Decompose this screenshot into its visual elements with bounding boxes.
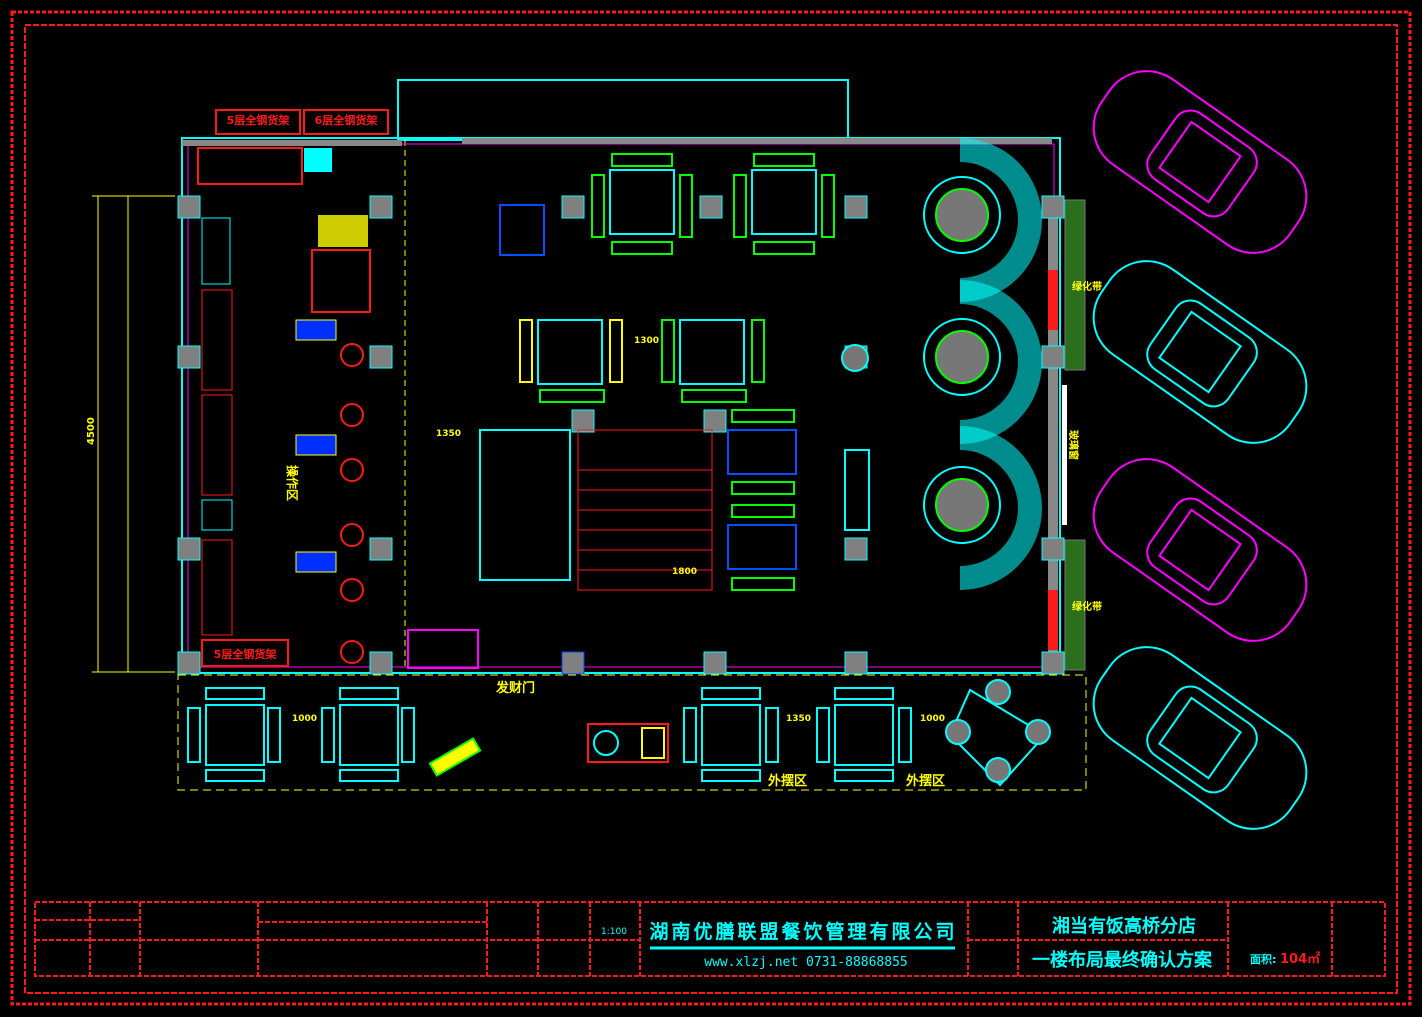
planter-label-1: 绿化带 xyxy=(1072,280,1102,293)
car-icon xyxy=(1092,260,1308,444)
dimension-total: 4500 xyxy=(86,417,97,445)
plan-labels: 发财门 外摆区 外摆区 绿化带 绿化带 玻璃窗 1350 1300 1000 1… xyxy=(292,280,1102,789)
dimension-1: 1350 xyxy=(436,429,461,439)
shelf-label-3: 5层全钢货架 xyxy=(214,647,277,661)
shelf-label-2: 6层全钢货架 xyxy=(315,113,378,127)
dimension-2: 1300 xyxy=(634,336,659,346)
parked-cars xyxy=(1092,70,1308,830)
dining-tables xyxy=(187,153,912,782)
window-label: 玻璃窗 xyxy=(1067,430,1080,460)
dimension-chain-left: 4500 xyxy=(86,195,175,673)
drawing-title: 一楼布局最终确认方案 xyxy=(1032,949,1213,971)
area-label: 面积: xyxy=(1250,952,1276,966)
outdoor-area-label-2: 外摆区 xyxy=(905,773,945,789)
planter-label-2: 绿化带 xyxy=(1072,600,1102,613)
outdoor-area-label-1: 外摆区 xyxy=(767,773,807,789)
project-name: 湘当有饭高桥分店 xyxy=(1052,915,1196,937)
title-block: 湖南优膳联盟餐饮管理有限公司 www.xlzj.net 0731-8886885… xyxy=(34,901,1386,977)
area-value: 104㎡ xyxy=(1280,951,1320,967)
staircase xyxy=(407,429,713,669)
dimension-6: 1800 xyxy=(672,567,697,577)
kitchen-area: 5层全钢货架 6层全钢货架 5层全钢货架 操作区 xyxy=(197,109,389,667)
walls xyxy=(177,79,1087,791)
round-booths xyxy=(479,138,1051,787)
shelf-label-1: 5层全钢货架 xyxy=(227,113,290,127)
dimension-5: 1000 xyxy=(920,714,945,724)
scale-value: 1:100 xyxy=(601,927,627,937)
car-icon xyxy=(1092,70,1308,254)
work-area-label: 操作区 xyxy=(285,465,300,501)
company-contact: www.xlzj.net 0731-88868855 xyxy=(704,955,908,970)
door-label: 发财门 xyxy=(495,680,535,696)
dimension-4: 1350 xyxy=(786,714,811,724)
drawing-frame xyxy=(10,10,1412,1006)
car-icon xyxy=(1092,458,1308,642)
car-icon xyxy=(1092,646,1308,830)
company-name: 湖南优膳联盟餐饮管理有限公司 xyxy=(650,920,955,943)
dimension-3: 1000 xyxy=(292,714,317,724)
columns xyxy=(177,195,1065,675)
